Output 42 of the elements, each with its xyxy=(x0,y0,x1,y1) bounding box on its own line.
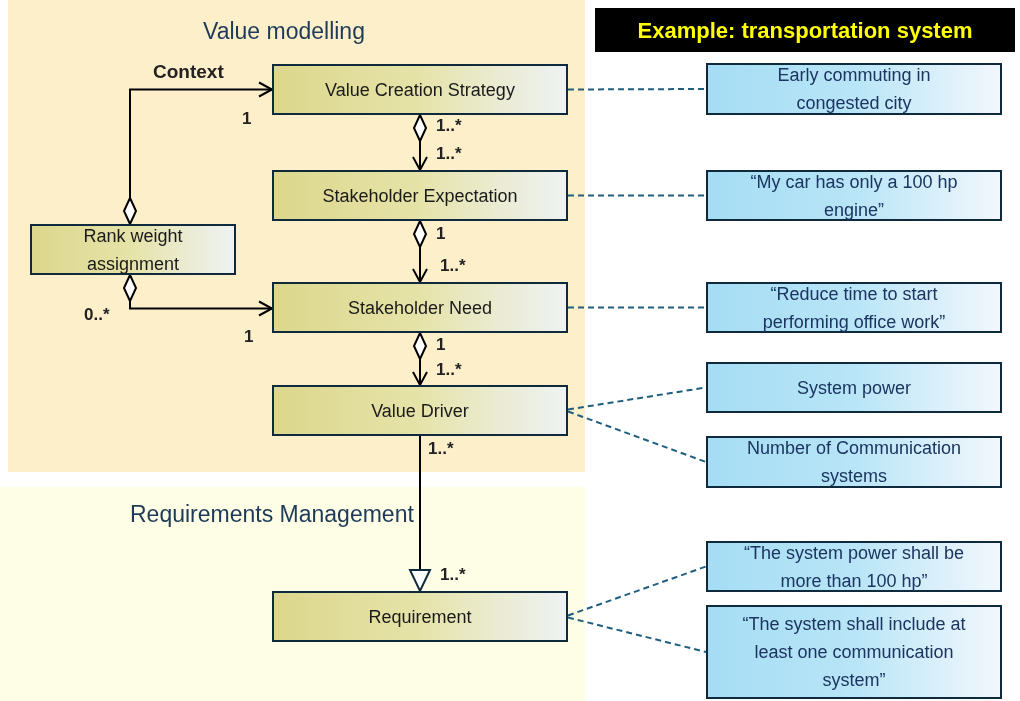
multiplicity-label: 1..* xyxy=(436,117,462,134)
example-box: “Reduce time to start performing office work” xyxy=(706,282,1002,333)
multiplicity-label: 1..* xyxy=(428,440,454,457)
section-heading: Value modelling xyxy=(203,17,365,46)
multiplicity-label: 1 xyxy=(436,225,446,242)
multiplicity-label: 0..* xyxy=(84,306,110,323)
arrow xyxy=(409,435,431,592)
section-heading: Requirements Management xyxy=(130,500,414,529)
example-box: “The system power shall be more than 100 hp” xyxy=(706,541,1002,592)
title-banner: Example: transportation system xyxy=(595,8,1015,52)
dashed-connector xyxy=(567,194,707,197)
multiplicity-label: 1..* xyxy=(440,257,466,274)
example-box: “My car has only a 100 hp engine” xyxy=(706,170,1002,221)
dashed-connector xyxy=(567,88,707,91)
arrow xyxy=(123,274,273,317)
class-box: Stakeholder Expectation xyxy=(272,170,568,221)
multiplicity-label: 1..* xyxy=(436,361,462,378)
class-box: Stakeholder Need xyxy=(272,282,568,333)
edge-label: Context xyxy=(153,60,224,84)
dashed-connector xyxy=(567,306,707,309)
class-box: Rank weight assignment xyxy=(30,224,236,275)
multiplicity-label: 1 xyxy=(244,328,254,345)
class-box: Requirement xyxy=(272,591,568,642)
multiplicity-label: 1..* xyxy=(436,145,462,162)
example-box: Early commuting in congested city xyxy=(706,63,1002,115)
example-box: System power xyxy=(706,362,1002,413)
dashed-connector xyxy=(567,410,707,463)
section-panel xyxy=(0,487,585,701)
dashed-connector xyxy=(567,565,707,617)
class-box: Value Driver xyxy=(272,385,568,436)
arrow xyxy=(412,114,428,171)
arrow xyxy=(412,332,428,386)
example-box: “The system shall include at least one communication system” xyxy=(706,605,1002,699)
class-box: Value Creation Strategy xyxy=(272,64,568,115)
multiplicity-label: 1 xyxy=(242,110,252,127)
arrow xyxy=(412,220,428,283)
dashed-connector xyxy=(567,616,707,653)
multiplicity-label: 1 xyxy=(436,336,446,353)
example-box: Number of Communication systems xyxy=(706,436,1002,488)
multiplicity-label: 1..* xyxy=(440,566,466,583)
section-panel xyxy=(8,0,585,472)
arrow xyxy=(123,81,273,225)
